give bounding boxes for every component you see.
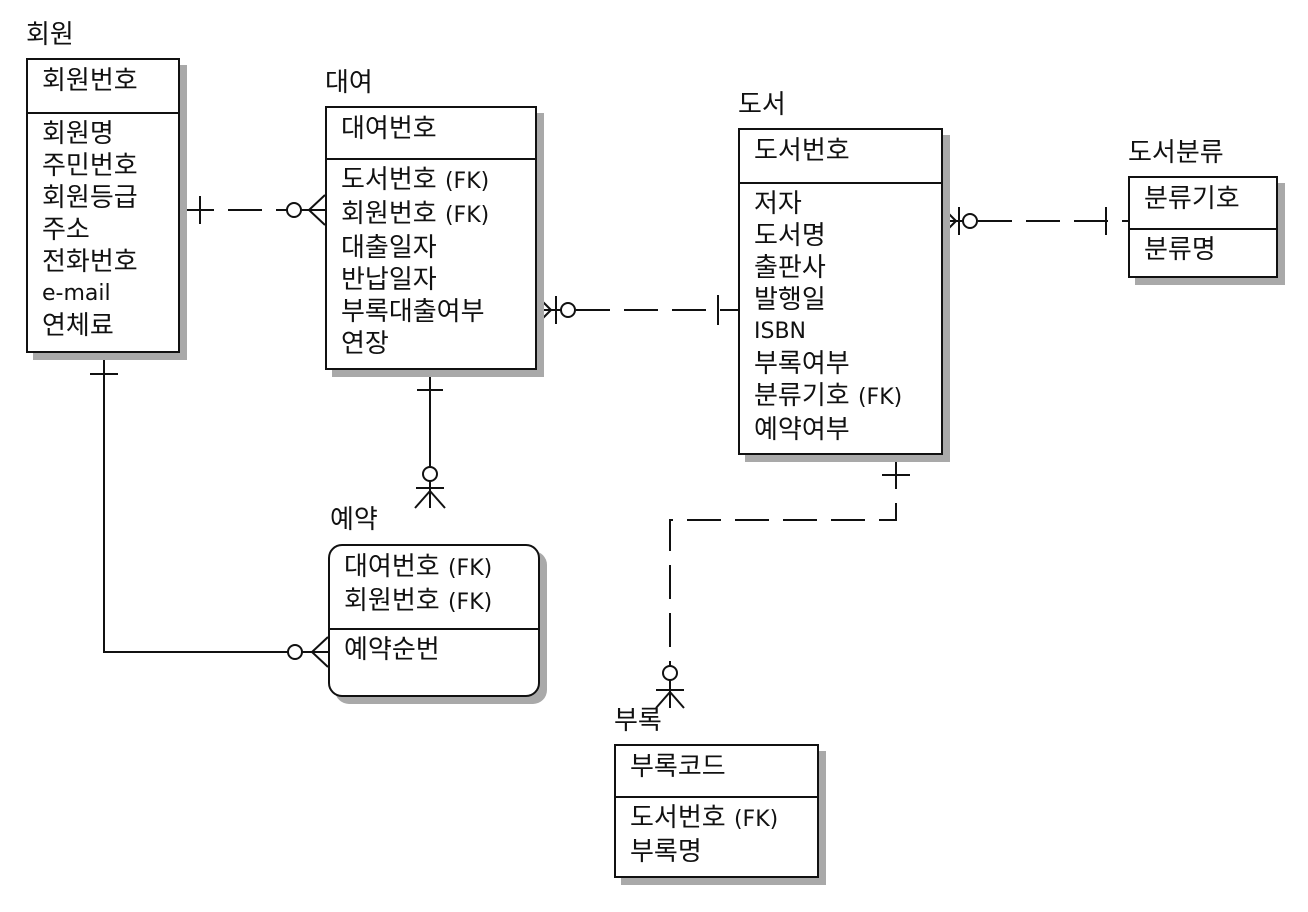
member-attr: 주소 [42,215,90,245]
entity-title-reservation: 예약 [330,505,378,535]
book-pk-attr: 도서번호 [754,136,850,166]
entity-member: 회원번호 회원명 주민번호 회원등급 주소 전화번호 e-mail 연체료 [26,58,180,353]
entity-book: 도서번호 저자 도서명 출판사 발행일 ISBN 부록여부 분류기호 (FK) … [738,128,943,455]
member-attr: e-mail [42,281,111,306]
reservation-pk-section: 대여번호 (FK) 회원번호 (FK) [330,546,538,630]
entity-title-book: 도서 [738,90,786,120]
rel-member-rental [180,194,326,226]
member-pk-attr: 회원번호 [42,66,138,96]
appendix-attr-list: 도서번호 (FK) 부록명 [616,798,817,868]
book-attr: 저자 [754,189,802,219]
rental-attr: 연장 [341,329,389,359]
rental-attr-list: 도서번호 (FK) 회원번호 (FK) 대출일자 반납일자 부록대출여부 연장 [327,160,535,360]
appendix-pk-section: 부록코드 [616,746,817,798]
reservation-pk-attr: 회원번호 (FK) [344,586,493,616]
entity-category: 분류기호 분류명 [1128,176,1278,278]
entity-title-member: 회원 [26,20,74,50]
member-attr: 회원명 [42,119,114,149]
entity-title-appendix: 부록 [614,706,662,736]
category-attr-list: 분류명 [1130,230,1276,266]
book-attr: ISBN [754,319,807,344]
member-attr: 전화번호 [42,247,138,277]
rel-rental-book [536,295,738,325]
member-attr: 회원등급 [42,183,138,213]
reservation-attr-list: 예약순번 [330,630,538,666]
rental-attr: 회원번호 (FK) [341,199,490,229]
member-attr: 연체료 [42,311,114,341]
rel-book-category [942,207,1128,235]
rental-pk-section: 대여번호 [327,108,535,160]
rel-member-reservation [90,353,329,668]
book-attr: 출판사 [754,253,826,283]
book-attr: 부록여부 [754,349,850,379]
member-attr-list: 회원명 주민번호 회원등급 주소 전화번호 e-mail 연체료 [28,114,178,342]
category-pk-attr: 분류기호 [1144,184,1240,214]
category-attr: 분류명 [1144,235,1216,265]
book-attr: 도서명 [754,221,826,251]
entity-title-category: 도서분류 [1128,138,1224,168]
rental-pk-attr: 대여번호 [341,114,437,144]
reservation-pk-attr: 대여번호 (FK) [344,552,493,582]
category-pk-section: 분류기호 [1130,178,1276,230]
member-attr: 주민번호 [42,151,138,181]
reservation-attr: 예약순번 [344,635,440,665]
rental-attr: 대출일자 [341,233,437,263]
rel-book-appendix [655,455,910,709]
rental-attr: 부록대출여부 [341,297,485,327]
appendix-attr: 도서번호 (FK) [630,803,779,833]
entity-reservation: 대여번호 (FK) 회원번호 (FK) 예약순번 [328,544,540,697]
book-attr: 예약여부 [754,415,850,445]
book-attr: 분류기호 (FK) [754,381,903,411]
rel-rental-reservation [414,370,446,509]
appendix-pk-attr: 부록코드 [630,752,726,782]
book-attr-list: 저자 도서명 출판사 발행일 ISBN 부록여부 분류기호 (FK) 예약여부 [740,184,941,446]
entity-appendix: 부록코드 도서번호 (FK) 부록명 [614,744,819,878]
appendix-attr: 부록명 [630,837,702,867]
rental-attr: 도서번호 (FK) [341,165,490,195]
member-pk-section: 회원번호 [28,60,178,114]
entity-rental: 대여번호 도서번호 (FK) 회원번호 (FK) 대출일자 반납일자 부록대출여… [325,106,537,370]
rental-attr: 반납일자 [341,265,437,295]
book-attr: 발행일 [754,285,826,315]
entity-title-rental: 대여 [325,68,373,98]
book-pk-section: 도서번호 [740,130,941,184]
